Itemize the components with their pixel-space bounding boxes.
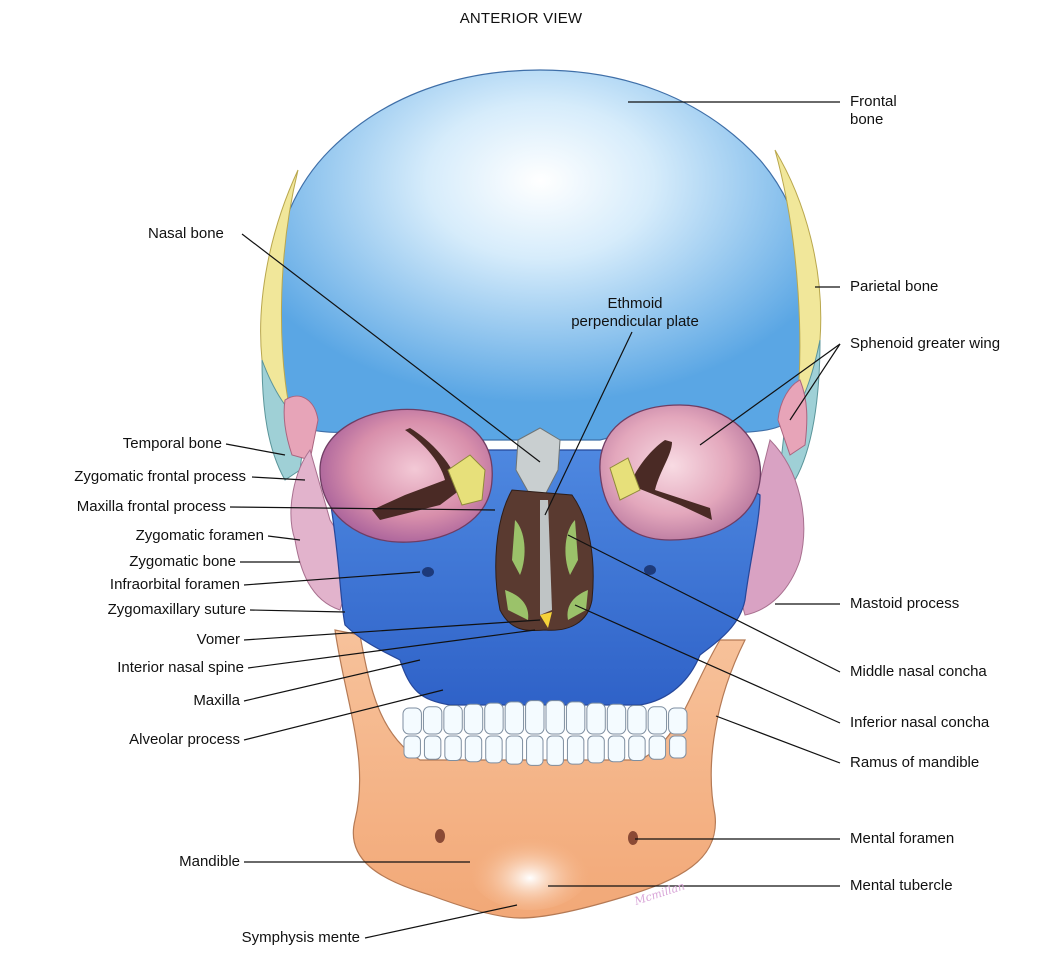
upper-tooth bbox=[525, 700, 545, 735]
label-inferior-nasal-concha: Inferior nasal concha bbox=[850, 714, 990, 731]
nasal-bone-shape bbox=[515, 427, 561, 496]
inferior-concha-left bbox=[505, 590, 529, 620]
leader-nasal-spine bbox=[247, 629, 536, 669]
middle-concha-left bbox=[512, 520, 525, 575]
label-alveolar-process: Alveolar process bbox=[129, 731, 240, 748]
upper-tooth bbox=[565, 701, 586, 735]
label-middle-nasal-concha: Middle nasal concha bbox=[850, 663, 987, 680]
leader-maxilla bbox=[243, 659, 421, 702]
lower-tooth bbox=[587, 735, 605, 764]
diagram-title: ANTERIOR VIEW bbox=[459, 10, 583, 27]
lower-tooth bbox=[607, 735, 626, 763]
ethmoid-orbit-left bbox=[447, 454, 486, 506]
lower-tooth bbox=[464, 735, 483, 763]
upper-tooth bbox=[647, 706, 668, 735]
lower-tooth bbox=[566, 735, 585, 765]
sphenoid-right-shape bbox=[777, 379, 808, 456]
label-symphysis-mente: Symphysis mente bbox=[241, 929, 360, 946]
lower-tooth bbox=[485, 735, 503, 764]
lower-tooth bbox=[526, 735, 544, 766]
label-mandible: Mandible bbox=[179, 853, 240, 870]
anterior-nasal-spine bbox=[540, 612, 552, 628]
label-zygomaxillary-suture: Zygomaxillary suture bbox=[107, 601, 246, 618]
ethmoid-orbit-right bbox=[609, 457, 641, 501]
label-ethmoid-line2: perpendicular plate bbox=[571, 313, 699, 330]
leader-zyg-foramen bbox=[267, 535, 301, 541]
lower-tooth bbox=[444, 735, 462, 761]
label-nasal-bone: Nasal bone bbox=[148, 225, 224, 242]
label-parietal-bone: Parietal bone bbox=[850, 278, 939, 295]
lower-tooth bbox=[628, 735, 646, 761]
upper-tooth bbox=[463, 703, 484, 735]
lower-tooth bbox=[669, 735, 687, 759]
label-ramus-of-mandible: Ramus of mandible bbox=[850, 754, 980, 771]
infraorbital-foramen-right bbox=[644, 565, 656, 575]
leader-vomer bbox=[243, 619, 541, 641]
leader-sphenoid-1 bbox=[699, 343, 841, 446]
label-frontal-line2: bone bbox=[850, 111, 884, 128]
leader-middle-concha bbox=[567, 534, 841, 673]
label-mental-tubercle: Mental tubercle bbox=[850, 877, 953, 894]
leader-zyg-frontal bbox=[251, 476, 306, 481]
mental-foramen-right bbox=[628, 831, 638, 845]
upper-tooth bbox=[627, 705, 647, 735]
label-vomer: Vomer bbox=[196, 631, 240, 648]
lower-tooth bbox=[648, 735, 667, 760]
upper-tooth bbox=[545, 700, 565, 735]
label-sphenoid-greater-wing: Sphenoid greater wing bbox=[850, 335, 1001, 352]
leader-nasal-bone bbox=[241, 233, 541, 463]
leader-ethmoid bbox=[544, 331, 633, 516]
infraorbital-foramen-left bbox=[422, 567, 434, 577]
upper-tooth bbox=[422, 706, 443, 735]
middle-concha-right bbox=[565, 520, 578, 575]
upper-tooth bbox=[586, 702, 606, 735]
label-ethmoid-plate: Ethmoid perpendicular plate bbox=[560, 295, 710, 331]
label-zygomatic-frontal-process: Zygomatic frontal process bbox=[74, 468, 246, 485]
lower-tooth bbox=[505, 735, 524, 765]
leader-maxilla-frontal bbox=[229, 506, 496, 511]
label-infraorbital-foramen: Infraorbital foramen bbox=[109, 576, 240, 593]
orbit-right bbox=[599, 404, 762, 541]
leader-lines bbox=[225, 101, 841, 939]
lower-tooth bbox=[423, 735, 442, 760]
lower-teeth bbox=[403, 735, 687, 766]
lower-tooth bbox=[546, 735, 564, 766]
leader-inferior-concha bbox=[574, 604, 841, 724]
leader-temporal bbox=[225, 443, 286, 456]
leader-symphysis bbox=[364, 904, 518, 939]
label-mastoid-process: Mastoid process bbox=[850, 595, 960, 612]
label-interior-nasal-spine: Interior nasal spine bbox=[117, 659, 244, 676]
upper-tooth bbox=[504, 701, 525, 735]
upper-teeth bbox=[402, 700, 688, 735]
lower-tooth bbox=[403, 735, 421, 759]
frontal-bone-shape bbox=[270, 69, 811, 441]
label-ethmoid-line1: Ethmoid bbox=[607, 295, 663, 312]
leader-sphenoid-2 bbox=[789, 343, 841, 421]
upper-tooth bbox=[402, 707, 422, 735]
leader-infraorbital bbox=[243, 571, 421, 586]
label-zygomatic-foramen: Zygomatic foramen bbox=[135, 527, 264, 544]
label-frontal-bone: Frontal bone bbox=[850, 93, 897, 129]
label-temporal-bone: Temporal bone bbox=[122, 435, 222, 452]
upper-tooth bbox=[443, 705, 463, 735]
label-maxilla: Maxilla bbox=[193, 692, 240, 709]
mental-foramen-left bbox=[435, 829, 445, 843]
label-frontal-line1: Frontal bbox=[850, 93, 897, 110]
inferior-concha-right bbox=[567, 590, 588, 620]
upper-tooth bbox=[484, 702, 504, 735]
upper-tooth bbox=[668, 707, 688, 735]
leader-ramus bbox=[715, 715, 841, 764]
orbital-fissure-right bbox=[630, 440, 712, 520]
mental-tubercle-highlight bbox=[470, 830, 590, 910]
vomer-septum bbox=[540, 500, 552, 615]
leader-zygomaxillary bbox=[249, 609, 346, 613]
label-maxilla-frontal-process: Maxilla frontal process bbox=[76, 498, 226, 515]
orbital-fissure-left bbox=[372, 428, 460, 520]
label-mental-foramen: Mental foramen bbox=[850, 830, 955, 847]
leader-alveolar bbox=[243, 689, 444, 741]
label-zygomatic-bone: Zygomatic bone bbox=[129, 553, 236, 570]
upper-tooth bbox=[606, 703, 627, 735]
